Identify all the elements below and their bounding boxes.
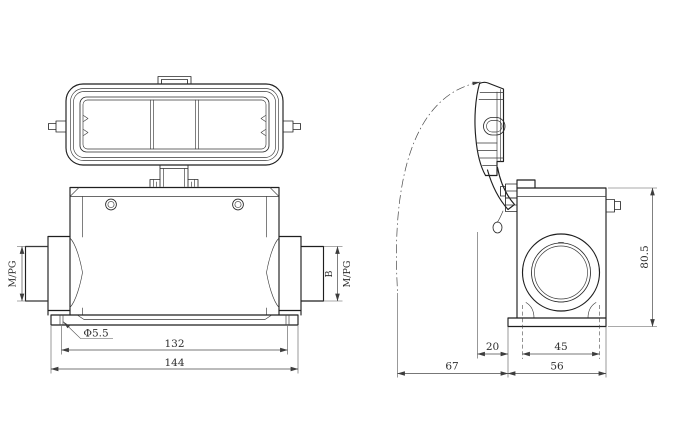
dim-overall-width: 144	[164, 357, 184, 369]
dim-overall-height: 80.5	[639, 245, 651, 268]
dim-flange-width: 56	[550, 361, 564, 373]
front-view: M/PG B M/PG Φ5.5 132 144	[8, 76, 353, 374]
bushing-left	[47, 235, 71, 316]
side-dimensions: 80.5 20 45 67 56	[397, 187, 657, 378]
front-dimensions: M/PG B M/PG Φ5.5 132 144	[8, 246, 353, 374]
lid-divider-lines	[150, 99, 199, 150]
lid-top-tab	[157, 76, 192, 85]
screw-hole-left	[105, 198, 117, 211]
hole-dia-label: Φ5.5	[83, 328, 108, 340]
housing-front	[24, 186, 325, 326]
lid-side-pin-right	[282, 120, 301, 133]
dim-opening-width: 45	[554, 341, 567, 353]
bushing-right-cylinder	[300, 245, 325, 302]
dim-swing-radius: 67	[445, 361, 458, 373]
flange-hidden-holes	[522, 305, 600, 359]
lid-inner-notches	[83, 115, 266, 136]
lid-top-view	[48, 76, 301, 166]
cover-slot	[483, 117, 506, 136]
cover-swing-arc	[396, 81, 481, 292]
cover-side-view	[474, 81, 506, 177]
bushing-right	[278, 235, 302, 316]
thread-label-right-b: B	[324, 270, 335, 277]
flange-hole-right	[285, 314, 290, 326]
housing-side	[507, 179, 621, 359]
flange-front	[50, 314, 299, 326]
dim-hinge-offset: 20	[486, 341, 499, 353]
side-pin	[605, 199, 621, 213]
hinge-neck	[149, 164, 199, 187]
lid-side-pin-left	[48, 120, 67, 133]
hinge-lever	[486, 166, 518, 234]
dim-hole-spacing: 132	[164, 338, 184, 350]
cable-opening-outer	[521, 233, 601, 312]
screw-hole-right	[232, 198, 244, 211]
cone-profile-left	[69, 237, 83, 308]
cone-profile-right	[266, 237, 280, 308]
bushing-left-cylinder	[24, 245, 49, 302]
thread-label-right-mpg: M/PG	[342, 261, 353, 288]
flange-hole-left	[59, 314, 64, 326]
side-view: 80.5 20 45 67 56	[396, 81, 657, 378]
thread-label-left: M/PG	[8, 261, 19, 288]
